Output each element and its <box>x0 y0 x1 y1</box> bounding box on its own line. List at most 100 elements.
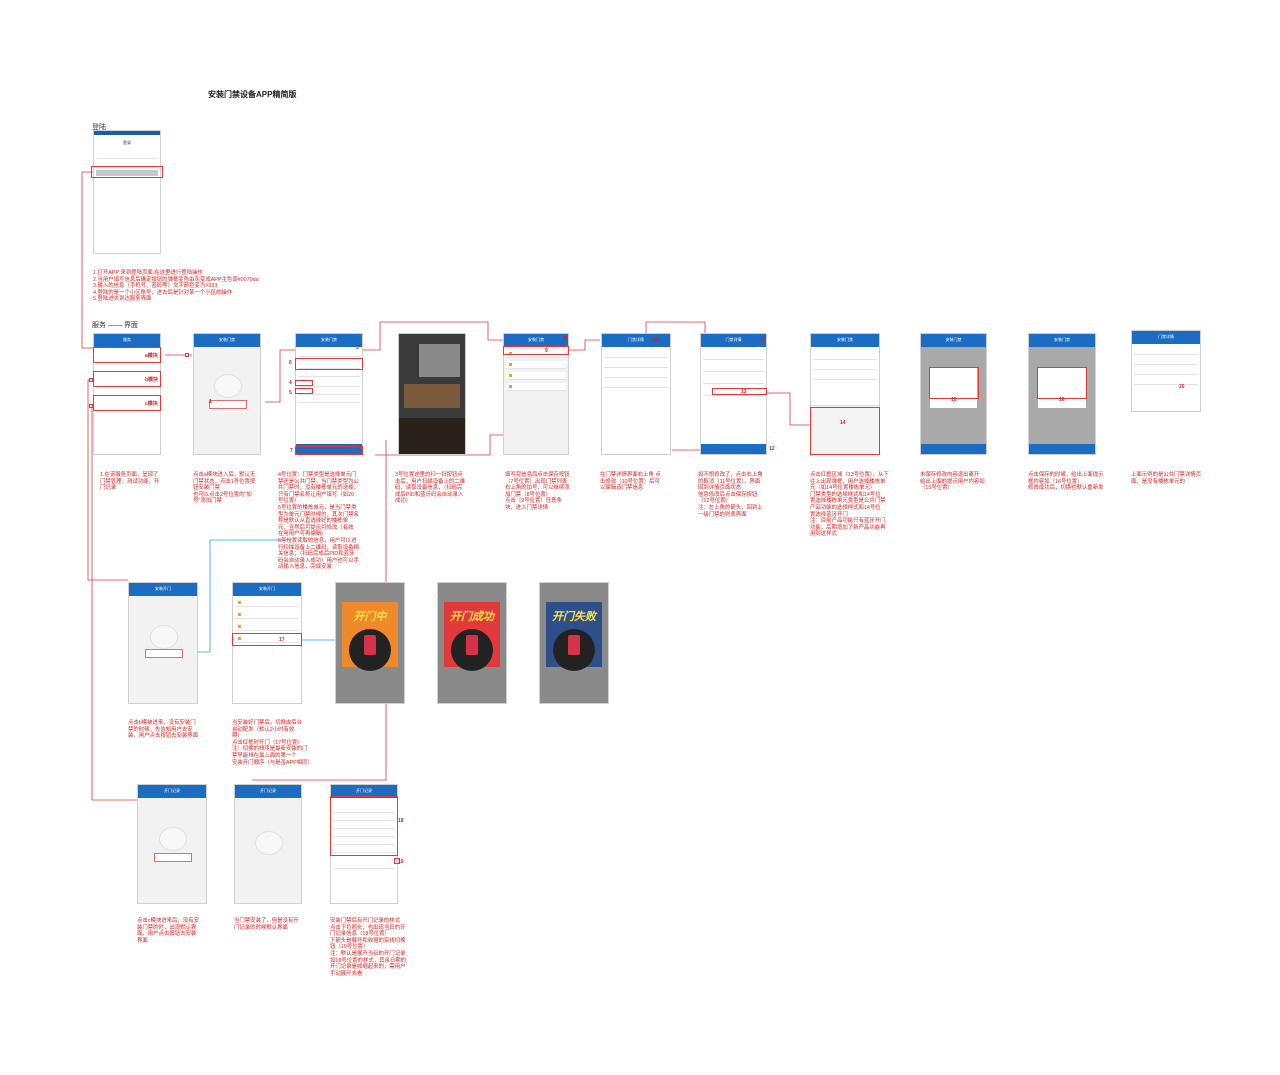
door-list-item[interactable] <box>506 361 566 369</box>
page-title: 安装门禁设备APP精简版 <box>208 90 297 99</box>
edit-row[interactable] <box>703 352 764 360</box>
promo-title: 开门成功 <box>450 611 494 624</box>
phone-hand-icon <box>466 634 478 655</box>
door-list-item[interactable] <box>506 383 566 391</box>
record-none-screen: 开门记录 <box>234 784 302 904</box>
install-door-button[interactable] <box>209 400 247 409</box>
open-list-item[interactable] <box>235 599 299 607</box>
phone-field[interactable] <box>96 151 158 159</box>
title-bar: 开门记录 <box>138 785 206 798</box>
login-screen: 登录 <box>93 130 161 254</box>
section-label-service: 服务 —— 界面 <box>92 322 138 329</box>
marker-b <box>89 378 93 382</box>
scan-row[interactable] <box>298 349 360 357</box>
scene-desk <box>404 384 460 409</box>
go-install-button[interactable] <box>145 649 183 658</box>
note-7: 如不想修改了，点击右上角 的取消（11号位置），界面 回到详情页面状态 信息修改… <box>698 472 763 518</box>
num-17: 17 <box>279 637 285 643</box>
go-install-button[interactable] <box>154 853 192 862</box>
save-button[interactable] <box>921 444 986 454</box>
form-highlight-7 <box>295 446 363 455</box>
num-13: 13 <box>741 389 747 395</box>
open-list-item[interactable] <box>235 635 299 643</box>
edit-highlight-13 <box>712 388 767 395</box>
building-row[interactable] <box>298 387 360 395</box>
confirm-dialog[interactable] <box>930 367 977 409</box>
login-button[interactable] <box>96 170 158 176</box>
door-name-row[interactable] <box>298 395 360 403</box>
door-list-item[interactable] <box>506 372 566 380</box>
edit-row[interactable] <box>703 376 764 384</box>
note-15: 当门禁安装了，但是没有开 门记录的时候默认界面 <box>234 918 299 931</box>
device-row-2[interactable] <box>298 369 360 377</box>
door-type-row[interactable] <box>298 379 360 387</box>
title-bar: 安装门禁 <box>504 334 568 347</box>
num-1: 1 <box>209 399 212 405</box>
picker-sheet[interactable] <box>811 405 879 454</box>
num-8: 8 <box>564 336 567 342</box>
note-10: 点击保存的时候，给出上面提示 框内容如（16号位置） 修改成功后，切换也默认重新… <box>1028 472 1104 492</box>
module-b-label: b模块 <box>145 377 159 383</box>
install-empty-screen: 安装门禁 <box>193 333 261 455</box>
empty-illustration-icon <box>214 374 242 398</box>
title-bar: 门禁详情 <box>1132 331 1200 344</box>
scene-window <box>418 343 460 378</box>
connector-edit-to-picker <box>767 392 810 426</box>
save-button[interactable] <box>296 444 362 454</box>
detail-row <box>1134 347 1198 355</box>
open-success-screen: 开门成功 <box>437 582 507 704</box>
connector-install-to-form <box>265 349 295 403</box>
module-a-label: a模块 <box>145 353 158 359</box>
status-bar <box>94 131 160 135</box>
num-15: 15 <box>951 397 957 403</box>
open-fail-screen: 开门失败 <box>539 582 609 704</box>
save-button[interactable] <box>1029 444 1095 454</box>
title-bar: 开门记录 <box>235 785 301 798</box>
note-14: 点击c模块进来后，没有安 装门禁的时，出现默认界 面，用户点击按钮去安装 界面 <box>137 918 199 944</box>
record-day-toggle[interactable] <box>333 861 395 869</box>
password-field[interactable] <box>96 160 158 168</box>
scene-floor <box>399 418 465 454</box>
title-bar: 安装门禁 <box>921 334 986 347</box>
device-row-1[interactable] <box>298 361 360 369</box>
edit-row[interactable] <box>703 388 764 396</box>
marker-c <box>89 404 93 408</box>
title-bar: 门禁详情 <box>701 334 766 347</box>
note-9: 未保存修改内容退出离开 给出上面的提示用户内容如 （15号位置） <box>920 472 985 492</box>
open-empty-screen: 安装开门 <box>128 582 198 704</box>
door-detail-screen: 门禁详情 <box>601 333 671 455</box>
num-18: 18 <box>398 818 404 824</box>
num-16: 16 <box>1059 397 1065 403</box>
num-10: 10 <box>653 337 659 343</box>
promo-title: 开门失败 <box>552 611 596 624</box>
success-dialog[interactable] <box>1038 367 1086 409</box>
num-11: 11 <box>760 337 766 343</box>
title-bar: 安装开门 <box>233 583 301 596</box>
note-5: 填写完信息后点击保存按钮 （7号位置）出现门禁列表 右上角的加号，可以继续添 加… <box>505 472 570 511</box>
title-bar: 安装门禁 <box>194 334 260 347</box>
module-c-label: c模块 <box>145 401 158 407</box>
public-detail-screen: 门禁详情 <box>1131 330 1201 412</box>
picker-highlight-14 <box>810 407 880 455</box>
open-list-item[interactable] <box>235 611 299 619</box>
connector-list-to-detail <box>566 339 600 351</box>
save-dialog-screen: 安装门禁 <box>1028 333 1096 455</box>
login-note: 1.打开APP 来到登陆页面,在这里进行登陆操作 2.当用户填写信息后确定按钮的… <box>93 270 259 303</box>
note-16: 安装门禁后有开门记录的样式 点击下拉箭头，也出现当日的开 门记录信息（18号位置… <box>330 918 407 977</box>
login-title: 登录 <box>123 140 131 145</box>
open-highlight-17 <box>232 633 302 646</box>
title-bar: 安装门禁 <box>1029 334 1095 347</box>
login-highlight <box>91 166 163 178</box>
title-bar: 服务 <box>94 334 160 347</box>
open-list-item[interactable] <box>235 623 299 631</box>
num-9: 9 <box>545 348 548 354</box>
record-empty-screen: 开门记录 <box>137 784 207 904</box>
empty-illustration-icon <box>150 625 178 649</box>
picker-row <box>813 362 877 370</box>
num-20: 20 <box>1179 384 1185 390</box>
save-button[interactable] <box>701 444 766 454</box>
num-19: 19 <box>398 859 404 865</box>
title-bar: 安装门禁 <box>811 334 879 347</box>
edit-row[interactable] <box>703 364 764 372</box>
